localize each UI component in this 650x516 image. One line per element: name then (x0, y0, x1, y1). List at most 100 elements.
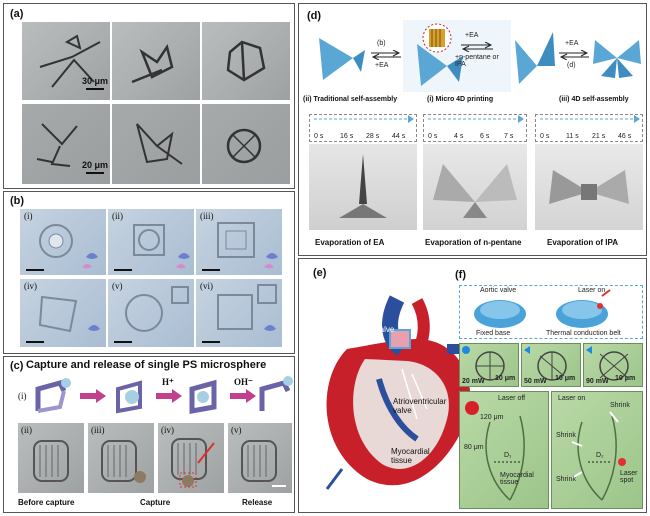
aortic-valve-f-label: Aortic valve (480, 287, 517, 294)
panel-c-label: (c) (10, 360, 24, 372)
laser-off-image: Laser off 120 μm 80 μm D₁ Myocardial tis… (459, 391, 549, 509)
power-image-90: 90 mW (583, 343, 643, 387)
gripper-photo-2 (101, 440, 146, 483)
time-pentane-2: 6 s (480, 133, 490, 140)
time-ea-2: 28 s (366, 133, 380, 140)
thermal-belt-label: Thermal conduction belt (546, 330, 621, 337)
arrow-right-icon-2 (156, 389, 182, 403)
time-pentane-1: 4 s (454, 133, 464, 140)
time-pentane-0: 0 s (428, 133, 438, 140)
gripper-photo-4 (241, 440, 277, 482)
arrow-mid-top-label: +EA (465, 32, 479, 39)
sub-label-b4: (iv) (24, 281, 37, 291)
time-ipa-1: 11 s (566, 133, 579, 140)
panel-a-label: (a) (10, 8, 24, 20)
sem-structure-pentane (433, 164, 517, 218)
power-20-label: 20 mW (462, 378, 485, 385)
scale-bar-b6 (202, 341, 220, 343)
microstructure-a3 (226, 40, 266, 82)
time-ipa-2: 21 s (592, 133, 606, 140)
time-ipa-3: 46 s (618, 133, 632, 140)
microstructure-b6 (217, 284, 277, 331)
arrow-b-top-label: (b) (377, 40, 386, 47)
sem-structure-ipa (549, 170, 629, 204)
scale-bar-c (272, 485, 286, 487)
sem-structure-ea (339, 154, 387, 218)
myocardial-label: Myocardial tissue (391, 447, 430, 465)
microstructure-b3 (217, 222, 278, 269)
panel-c: (c) Capture and release of single PS mic… (3, 356, 295, 513)
microstructure-a1 (39, 34, 101, 88)
power-90-label: 90 mW (586, 378, 609, 385)
d1-label: D₁ (504, 452, 512, 459)
evap-ea-label: Evaporation of EA (315, 238, 385, 247)
laser-spot-label: Laser spot (620, 470, 638, 484)
gripper-release-icon (259, 376, 293, 411)
photo-c2: (ii) (18, 423, 84, 493)
d2-label: D₂ (596, 452, 604, 459)
dashed-arrow-icon (314, 115, 414, 123)
scale-10-label-1: 10 μm (495, 375, 516, 382)
microstructure-b4 (38, 295, 100, 333)
valve-power-20 (462, 346, 505, 381)
arrow-mid-bottom-label: +n-pentane or IPA (455, 54, 499, 68)
shrink-label-3: Shrink (556, 476, 576, 483)
scale-10-label-3: 10 μm (615, 375, 636, 382)
panel-d-label: (d) (307, 10, 322, 22)
panel-a: (a) 30 μm 20 μm (3, 3, 295, 189)
scale-bar-b1 (26, 269, 44, 271)
scale-label-bottom: 20 μm (82, 160, 109, 170)
panel-d: (d) (b) +EA +EA +n-pentane or IPA +EA (d… (298, 3, 647, 256)
atrioventricular-label: Atrioventricular valve (393, 397, 447, 415)
sub-label-b6: (vi) (200, 281, 213, 291)
arrow-d-bottom-label: (d) (567, 62, 576, 69)
panel-e-label: (e) (313, 267, 327, 279)
method-micro-4d: (i) Micro 4D printing (427, 96, 494, 103)
micrograph-a6 (202, 104, 290, 184)
step-label-h: H⁺ (162, 377, 174, 387)
valve-power-90 (586, 346, 629, 381)
microstructure-a2 (131, 43, 174, 84)
micrograph-a3 (202, 22, 290, 100)
gripper-open-icon (35, 378, 71, 413)
shrink-label-1: Shrink (610, 402, 630, 409)
micrograph-b3: (iii) (196, 209, 282, 275)
laser-off-label: Laser off (498, 395, 526, 402)
fixed-base-label: Fixed base (476, 330, 511, 337)
time-ea-0: 0 s (314, 133, 324, 140)
printed-petals-icon (417, 23, 463, 86)
time-ipa-0: 0 s (540, 133, 550, 140)
laser-on-image: Laser on Shrink Shrink Shrink D₂ Laser s… (551, 391, 643, 509)
sub-label-b5: (v) (112, 281, 123, 291)
valve-power-50 (524, 346, 567, 381)
photo-label-v: (v) (231, 425, 242, 435)
scale-bar-b3 (202, 269, 220, 271)
gripper-ball-icon (116, 380, 142, 414)
method-traditional: (ii) Traditional self-assembly (303, 96, 398, 103)
gripper-photo-1 (33, 440, 69, 482)
evap-box-ipa: 0 s 11 s 21 s 46 s (535, 114, 643, 142)
microstructure-a5 (136, 123, 183, 165)
evap-ipa-label: Evaporation of IPA (547, 238, 618, 247)
gripper-photo-3 (171, 438, 215, 488)
time-pentane-3: 7 s (504, 133, 514, 140)
tissue-laser-off (465, 401, 525, 501)
panel-f-label: (f) (455, 269, 466, 281)
micrograph-b2: (ii) (108, 209, 194, 275)
power-50-label: 50 mW (524, 378, 547, 385)
arrow-d-top-label: +EA (565, 40, 579, 47)
microstructure-b1 (39, 224, 98, 269)
sem-image-ea (309, 144, 417, 230)
scale-bar-b5 (114, 341, 132, 343)
sub-label-b3: (iii) (200, 211, 214, 221)
sub-label-b2: (ii) (112, 211, 123, 221)
micrograph-b4: (iv) (20, 279, 106, 347)
scale-bar-b2 (114, 269, 132, 271)
photo-label-iv: (iv) (161, 425, 174, 435)
dim-80-label: 80 μm (464, 444, 484, 451)
panel-b: (b) (i) (ii) (iii) (iv) (v) (vi) (3, 191, 295, 354)
power-image-50: 50 mW (521, 343, 581, 387)
microstructure-b5 (125, 286, 189, 332)
folded-butterfly-icon (515, 32, 555, 84)
caption-capture: Capture (140, 498, 171, 507)
